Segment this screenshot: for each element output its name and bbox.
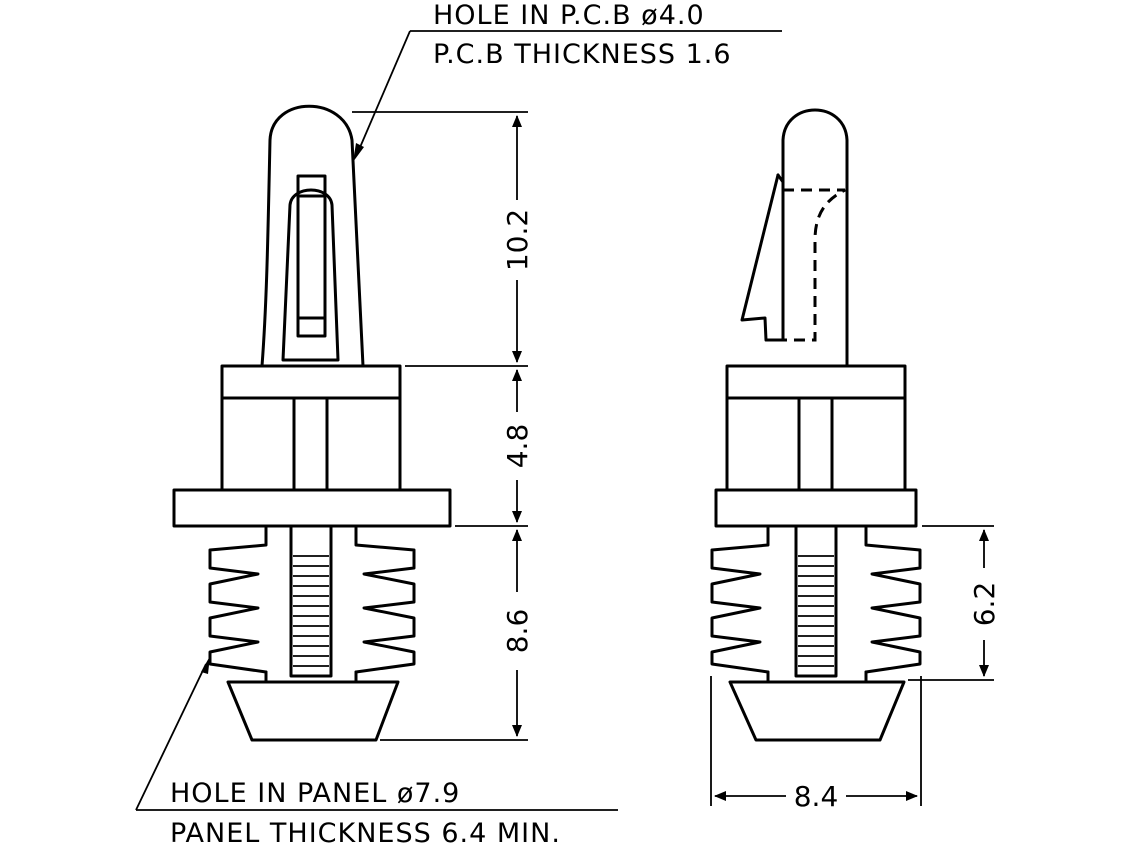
side-dimensions: 6.2 8.4 [710, 525, 1001, 813]
panel-clip-front [208, 524, 416, 742]
dim-pcb-clip-height: 10.2 [501, 209, 534, 271]
dim-panel-clip-height: 8.6 [501, 609, 534, 654]
panel-hole-note: HOLE IN PANEL ø7.9 [170, 778, 460, 809]
panel-clip-side [710, 524, 922, 742]
pcb-note-leader-arrow [353, 143, 364, 162]
pcb-clip-front [260, 104, 365, 368]
pcb-note-leader [357, 30, 411, 153]
body-side [714, 364, 918, 528]
vertical-dimensions: 10.2 4.8 8.6 [352, 111, 534, 741]
pcb-clip-side [740, 108, 849, 368]
pcb-thickness-note: P.C.B THICKNESS 1.6 [433, 39, 732, 70]
dim-panel-grip-height: 6.2 [968, 582, 1001, 627]
front-view [172, 104, 452, 742]
panel-note-leader [135, 663, 207, 811]
pcb-hole-note: HOLE IN P.C.B ø4.0 [433, 0, 705, 31]
body-front [172, 364, 452, 528]
dim-body-height: 4.8 [501, 424, 534, 469]
panel-thickness-note: PANEL THICKNESS 6.4 MIN. [170, 818, 561, 849]
panel-note: HOLE IN PANEL ø7.9 PANEL THICKNESS 6.4 M… [135, 656, 618, 849]
pcb-note: HOLE IN P.C.B ø4.0 P.C.B THICKNESS 1.6 [353, 0, 782, 162]
dim-width: 8.4 [794, 780, 839, 813]
side-view [710, 108, 922, 742]
